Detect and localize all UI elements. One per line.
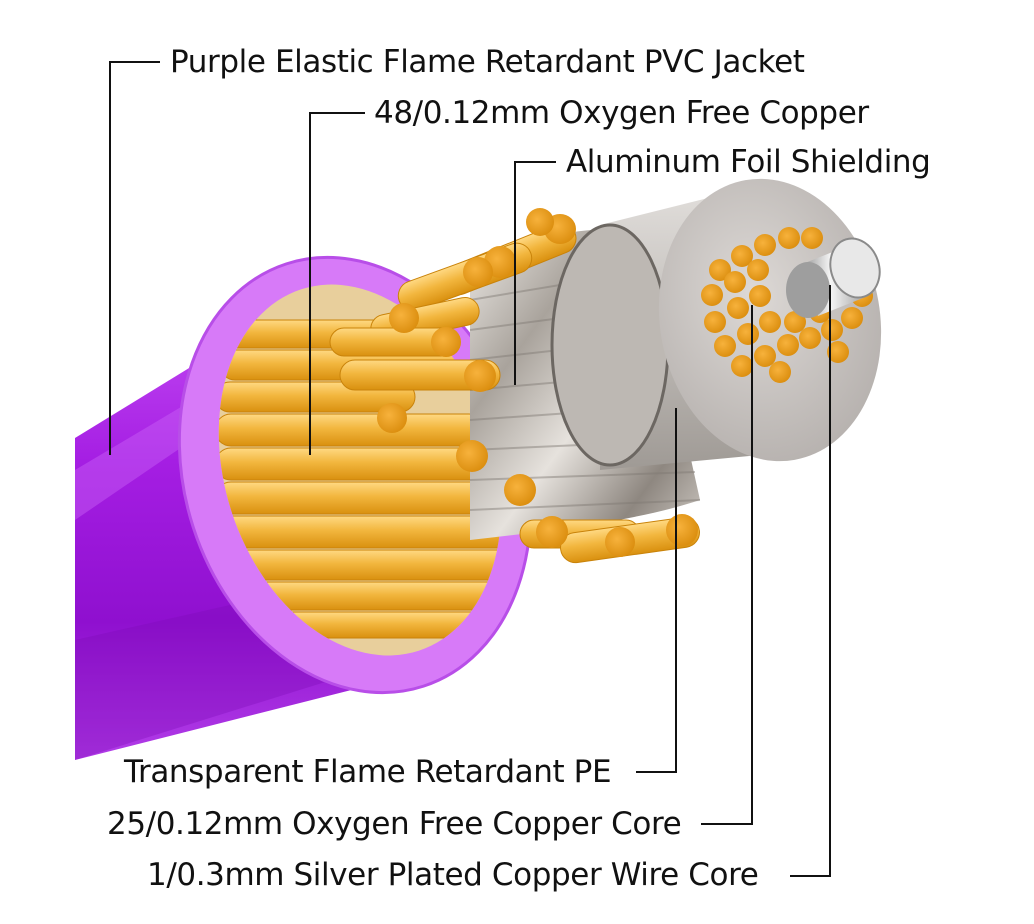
pe-insulation-outer-end xyxy=(550,223,670,467)
label-silver-wire-core: 1/0.3mm Silver Plated Copper Wire Core xyxy=(147,857,759,893)
copper-strand-ends xyxy=(377,208,698,557)
label-copper-core: 25/0.12mm Oxygen Free Copper Core xyxy=(107,806,682,842)
label-oxygen-free-copper: 48/0.12mm Oxygen Free Copper xyxy=(374,95,869,131)
leader-pe xyxy=(636,408,677,773)
label-transparent-pe: Transparent Flame Retardant PE xyxy=(124,754,612,790)
leader-copper48 xyxy=(309,112,365,455)
leader-jacket xyxy=(109,61,160,455)
leader-core25 xyxy=(701,305,753,825)
label-aluminum-foil: Aluminum Foil Shielding xyxy=(566,144,931,180)
inner-copper-core xyxy=(701,227,873,383)
label-pvc-jacket: Purple Elastic Flame Retardant PVC Jacke… xyxy=(170,44,805,80)
silver-center-conductor xyxy=(786,237,881,318)
leader-silver xyxy=(790,285,831,877)
leader-foil xyxy=(514,161,556,385)
leader-lines xyxy=(109,61,831,877)
